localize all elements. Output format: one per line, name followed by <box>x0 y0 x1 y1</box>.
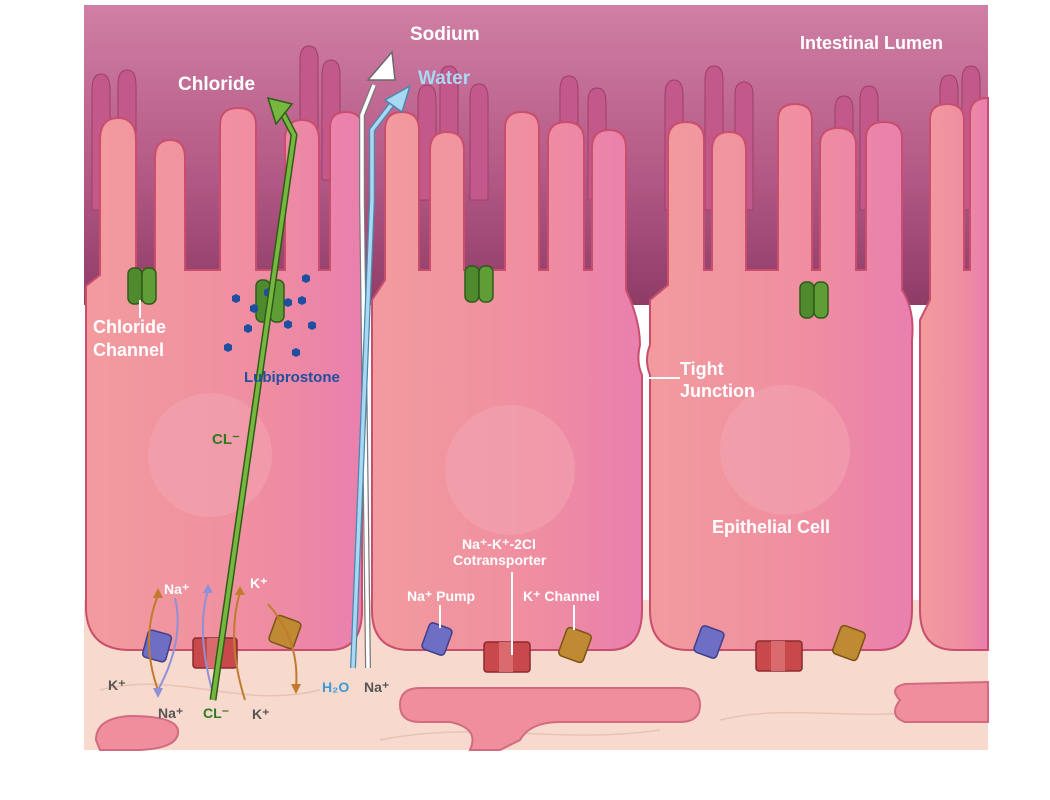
k-plus-bottom-label: K⁺ <box>252 706 270 722</box>
water-arrow <box>350 84 412 669</box>
na-pump-label: Na⁺ Pump <box>407 588 475 604</box>
cotransporter-label-2: Cotransporter <box>453 552 547 568</box>
epithelial-cell-2 <box>371 110 643 651</box>
cl-minus-bottom-label: CL⁻ <box>203 705 229 721</box>
cotransporter-cell-3 <box>755 640 803 672</box>
na-plus-para-label: Na⁺ <box>364 679 389 695</box>
na-plus-top-label: Na⁺ <box>164 581 189 597</box>
k-channel-label: K⁺ Channel <box>523 588 600 604</box>
water-label: Water <box>418 68 471 89</box>
chloride-label: Chloride <box>178 74 255 95</box>
capillary <box>94 714 180 751</box>
na-plus-bottom-label: Na⁺ <box>158 705 183 721</box>
sodium-label: Sodium <box>410 24 480 45</box>
cotransporter-cell-2 <box>483 641 531 673</box>
ion-flux-arrows <box>148 584 301 701</box>
epithelial-cell-3 <box>646 102 914 651</box>
capillary <box>398 687 702 751</box>
intestinal-lumen-label: Intestinal Lumen <box>800 33 943 53</box>
lubiprostone-label: Lubiprostone <box>244 369 340 386</box>
k-channel-cell-3 <box>832 624 866 662</box>
cl-minus-cell-label: CL⁻ <box>212 431 240 448</box>
nucleus <box>445 405 575 535</box>
chloride-channel-label-2: Channel <box>93 340 164 360</box>
k-plus-left-label: K⁺ <box>108 677 126 693</box>
leader-lines <box>139 300 680 655</box>
tight-junction-label-1: Tight <box>680 359 724 379</box>
cotransporter-label-1: Na⁺-K⁺-2Cl <box>462 536 536 552</box>
k-channel-cell-1 <box>268 614 302 650</box>
chloride-channel-4 <box>799 281 829 319</box>
k-plus-top-label: K⁺ <box>250 575 268 591</box>
capillary <box>894 680 989 723</box>
k-channel-cell-2 <box>558 626 592 664</box>
chloride-channel-3 <box>464 265 494 303</box>
chloride-arrow <box>209 96 298 701</box>
na-pump-cell-2 <box>421 622 453 656</box>
lubiprostone-molecules <box>224 274 316 357</box>
epithelial-cell-label: Epithelial Cell <box>712 517 830 537</box>
chloride-channel-label-1: Chloride <box>93 317 166 337</box>
chloride-channel-1 <box>127 267 157 305</box>
na-pump-cell-3 <box>693 625 725 659</box>
nucleus <box>720 385 850 515</box>
h2o-label: H₂O <box>322 679 349 695</box>
epithelial-cell-4 <box>919 96 989 651</box>
tight-junction-label-2: Junction <box>680 381 755 401</box>
epithelial-cells <box>85 96 989 651</box>
